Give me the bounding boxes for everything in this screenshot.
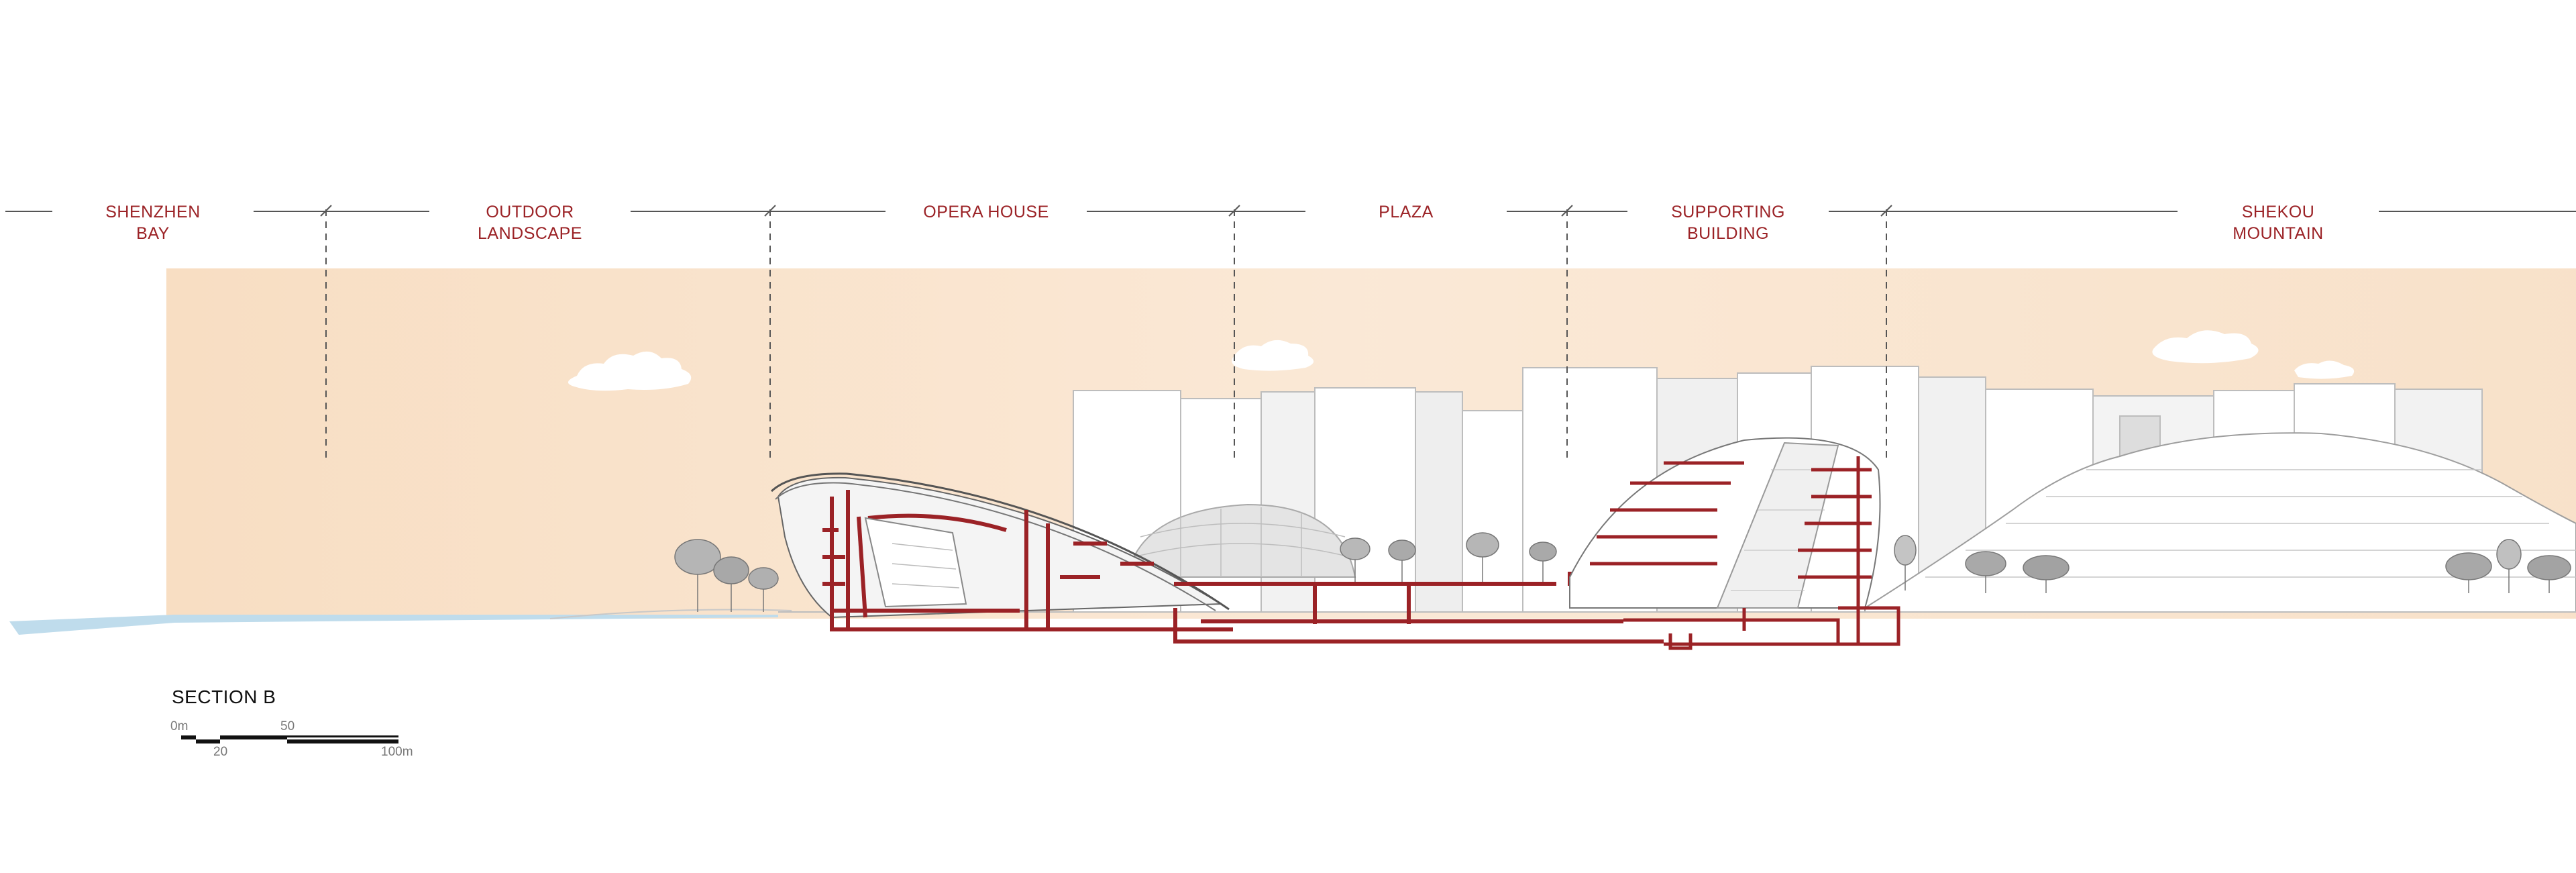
plaza-underground-section: [1173, 572, 1664, 644]
tree: [1340, 537, 1371, 584]
clouds: [568, 330, 2355, 391]
cloud: [2152, 330, 2259, 364]
zone-label-shenzhen-bay: SHENZHEN BAY: [52, 201, 254, 244]
zone-label-shekou-mountain: SHEKOU MOUNTAIN: [2178, 201, 2379, 244]
zone-label-supporting-building: SUPPORTING BUILDING: [1627, 201, 1829, 244]
bay-water: [9, 615, 778, 635]
scale-label-0m: 0m: [170, 719, 189, 733]
dome-ribs: [1133, 507, 1350, 577]
tree: [674, 539, 721, 612]
landscape-slope: [549, 609, 792, 619]
zone-label-plaza: PLAZA: [1305, 201, 1507, 223]
support-ramp: [1716, 442, 1839, 609]
zone-dividers: [325, 209, 1887, 460]
tree: [1466, 532, 1499, 584]
scale-bar: [181, 735, 398, 743]
section-title: SECTION B: [172, 686, 276, 707]
tree: [748, 567, 779, 612]
tree: [1529, 542, 1557, 584]
tree: [1965, 551, 2006, 593]
supporting-building-section: [1569, 437, 1900, 650]
opera-house-section: [770, 472, 1233, 631]
opera-stage-fly: [864, 517, 967, 608]
tree: [1894, 535, 1917, 590]
zone-label-outdoor-landscape: OUTDOOR LANDSCAPE: [429, 201, 631, 244]
scale-label-100m: 100m: [381, 745, 413, 759]
tree: [2445, 552, 2492, 593]
cloud: [568, 351, 692, 391]
cloud: [2294, 360, 2355, 379]
zone-label-opera-house: OPERA HOUSE: [885, 201, 1087, 223]
tree: [713, 556, 749, 612]
cloud: [1232, 340, 1314, 371]
tree: [2527, 555, 2571, 593]
tree: [1388, 540, 1416, 584]
tree: [2023, 555, 2070, 593]
scale-label-20: 20: [213, 745, 228, 759]
trees: [674, 532, 2571, 612]
tree: [2496, 539, 2522, 593]
scale-label-50: 50: [280, 719, 295, 733]
